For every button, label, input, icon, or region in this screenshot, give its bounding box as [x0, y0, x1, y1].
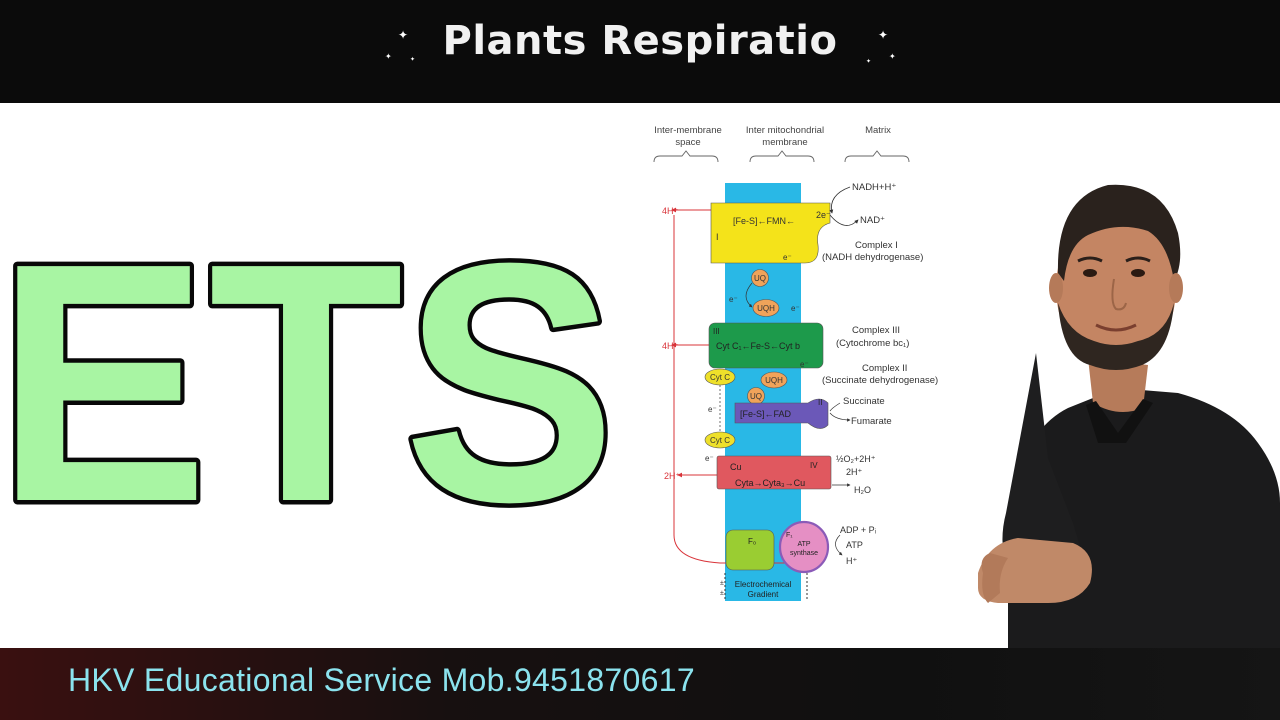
complex-2-name: Complex II — [862, 363, 907, 374]
sparkle-icon: ✦ — [398, 28, 409, 42]
atp-label: ATP — [846, 540, 863, 550]
oxygen-label: ½O₂+2H⁺ — [836, 454, 876, 464]
col-inter-membrane-1: Inter-membrane — [654, 125, 722, 136]
complex-3-name: Complex III — [852, 325, 900, 336]
uqh-node-2 — [760, 371, 788, 389]
sparkle-icon: ✦ — [889, 52, 896, 61]
complex-1-2e: 2e⁻ — [816, 210, 831, 220]
nad-label: NAD⁺ — [860, 215, 885, 226]
complex-4 — [716, 455, 832, 490]
footer-contact: HKV Educational Service Mob.9451870617 — [68, 662, 695, 698]
two-h-matrix: 2H⁺ — [846, 467, 863, 477]
f1-label: F₁ — [786, 532, 793, 539]
complex-1 — [710, 202, 831, 264]
complex-3-desc: (Cytochrome bc₁) — [836, 338, 909, 349]
col-inter-membrane-2: space — [675, 137, 700, 148]
complex-1-roman: I — [716, 232, 719, 242]
fumarate-label: Fumarate — [851, 416, 892, 427]
complex-2-content: [Fe-S]←FAD — [740, 409, 792, 419]
complex-4-chain: Cyta→Cyta₃→Cu — [735, 478, 805, 488]
sparkle-icon: ✦ — [866, 59, 872, 65]
complex-1-desc: (NADH dehydrogenase) — [822, 252, 923, 263]
nadh-label: NADH+H⁺ — [852, 182, 896, 193]
complex-4-roman: IV — [810, 461, 818, 470]
label-2h: 2H⁺ — [664, 471, 681, 481]
h-plus-label: H⁺ — [846, 556, 857, 566]
e-label-4: e⁻ — [800, 360, 809, 369]
complex-3-roman: III — [713, 327, 720, 336]
cytc-node-2 — [704, 431, 736, 449]
label-4h-1: 4H⁺ — [662, 206, 679, 216]
ets-heading: ETS — [0, 230, 621, 520]
ets-diagram: Inter-membrane space Inter mitochondrial… — [653, 125, 938, 601]
adp-label: ADP + Pᵢ — [840, 525, 876, 535]
col-membrane-1: Inter mitochondrial — [746, 125, 824, 136]
sparkle-icon: ✦ — [385, 52, 392, 61]
presenter-photo — [978, 103, 1280, 648]
complex-2-desc: (Succinate dehydrogenase) — [822, 375, 938, 386]
atp-synthase-1: ATP — [797, 541, 810, 548]
uq-node-1 — [751, 269, 769, 287]
e-label-6: e⁻ — [705, 454, 714, 463]
e-label-5: e⁻ — [708, 405, 717, 414]
e-label-3: e⁻ — [791, 304, 800, 313]
col-matrix: Matrix — [865, 125, 891, 136]
complex-3 — [708, 322, 824, 369]
col-membrane-2: membrane — [762, 137, 807, 148]
uqh-node-1 — [752, 299, 780, 317]
cytc-label-2: Cyt C — [710, 436, 730, 445]
sparkle-icon: ✦ — [878, 28, 889, 42]
svg-text:±: ± — [720, 590, 724, 597]
complex-4-cu: Cu — [730, 462, 742, 472]
f0-label: F₀ — [748, 537, 756, 546]
h2o-label: H₂O — [854, 485, 871, 495]
gradient-2: Gradient — [748, 590, 779, 599]
uqh-label-1: UQH — [757, 304, 775, 313]
complex-1-name: Complex I — [855, 240, 898, 251]
complex-3-content: Cyt C₁←Fe-S←Cyt b — [716, 341, 800, 351]
svg-text:±: ± — [720, 580, 724, 587]
uq-label-2: UQ — [750, 392, 762, 401]
f0-unit — [725, 529, 775, 571]
e-label-2: e⁻ — [729, 295, 738, 304]
atp-synthase — [778, 520, 830, 574]
e-label-1: e⁻ — [783, 253, 792, 262]
complex-1-content: [Fe-S]←FMN← — [733, 216, 795, 226]
atp-synthase-2: synthase — [790, 550, 818, 557]
column-braces — [653, 150, 910, 163]
uqh-label-2: UQH — [765, 376, 783, 385]
bottom-banner: HKV Educational Service Mob.9451870617 — [0, 648, 1280, 720]
uq-label-1: UQ — [754, 274, 766, 283]
complex-2-roman: II — [818, 398, 822, 407]
cytc-label-1: Cyt C — [710, 373, 730, 382]
ets-text: ETS — [0, 230, 616, 520]
succinate-label: Succinate — [843, 396, 885, 407]
label-4h-2: 4H⁺ — [662, 341, 679, 351]
top-banner: ✦ ✦ ✦ Plants Respiratio ✦ ✦ ✦ — [0, 0, 1280, 103]
complex-2 — [734, 398, 829, 429]
gradient-1: Electrochemical — [735, 580, 792, 589]
video-title: Plants Respiratio — [442, 18, 838, 64]
sparkle-icon: ✦ — [410, 57, 416, 63]
